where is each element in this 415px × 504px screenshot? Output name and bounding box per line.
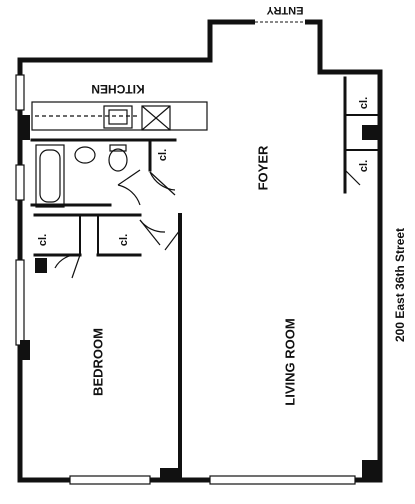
entry-opening bbox=[255, 18, 305, 26]
closet-label-bedroom-right: cl. bbox=[118, 234, 130, 246]
entry-label: ENTRY bbox=[266, 4, 304, 16]
closet-label-bedroom-left: cl. bbox=[37, 234, 49, 246]
bathroom-fixtures bbox=[35, 144, 128, 208]
wall-columns bbox=[20, 115, 380, 480]
doors bbox=[54, 169, 361, 279]
walls bbox=[17, 19, 383, 483]
closet-label-bath: cl. bbox=[157, 149, 169, 161]
kitchen-counter bbox=[31, 101, 208, 131]
kitchen-label: KITCHEN bbox=[91, 82, 144, 96]
foyer-label: FOYER bbox=[255, 145, 270, 190]
bedroom-label: BEDROOM bbox=[90, 328, 105, 396]
street-address: 200 East 36th Street bbox=[393, 227, 407, 342]
closet-label-foyer-top: cl. bbox=[358, 97, 370, 109]
windows bbox=[15, 74, 356, 485]
living-room-label: LIVING ROOM bbox=[282, 318, 297, 405]
closet-label-foyer-bottom: cl. bbox=[358, 160, 370, 172]
